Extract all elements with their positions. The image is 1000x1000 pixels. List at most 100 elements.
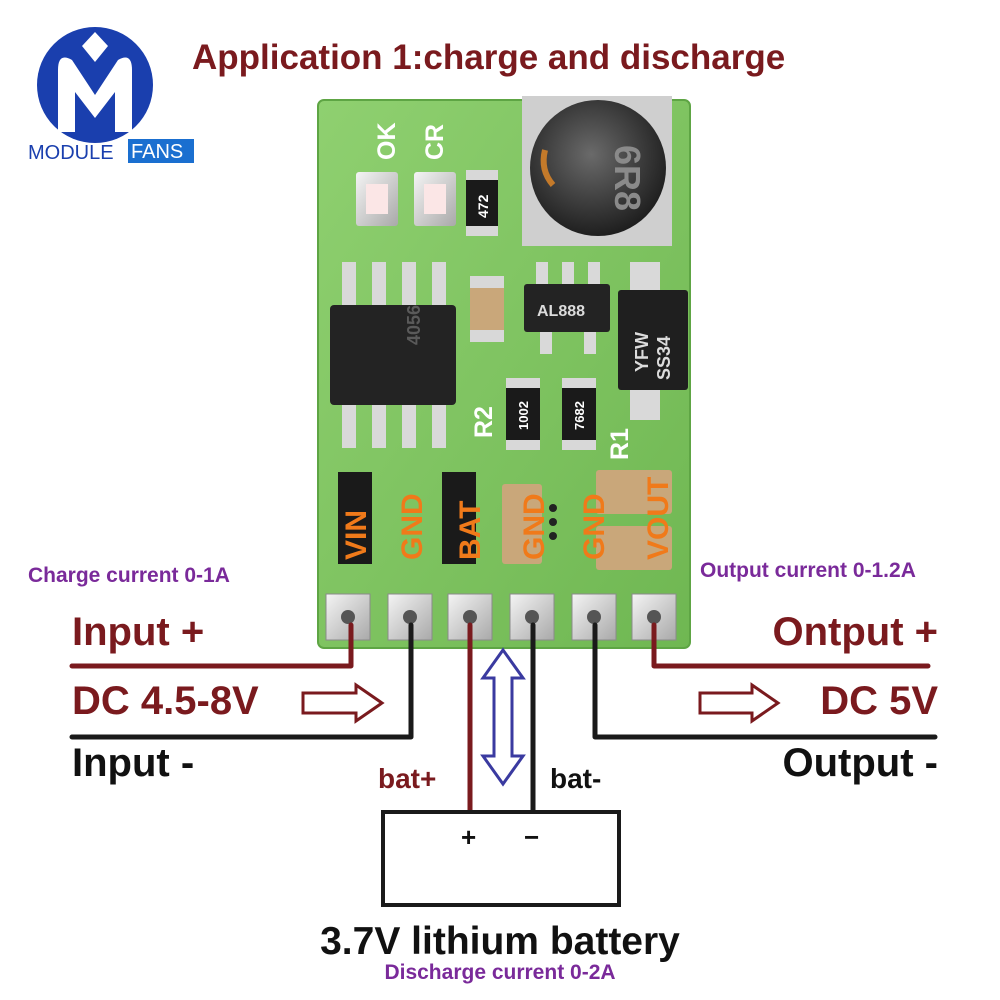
chip-4056-pin	[342, 398, 356, 448]
pad-bat-hole	[463, 610, 477, 624]
brand-badge	[128, 139, 194, 163]
resistor-7682-marking: 7682	[572, 401, 587, 430]
silk-r1-label: R1	[606, 428, 634, 460]
resistor-472-marking: 472	[475, 194, 491, 218]
test-via	[549, 518, 557, 526]
test-via	[549, 532, 557, 540]
pin-label-vin: VIN	[340, 510, 373, 560]
wire-output-plus	[651, 622, 931, 669]
brand-logo: MODULE FANS	[28, 27, 194, 164]
wire-input-plus	[69, 622, 354, 669]
silk-cr-label: CR	[421, 124, 449, 160]
silk-r2-label: R2	[470, 406, 498, 438]
pad-vin-hole	[341, 610, 355, 624]
chip-al888-pin	[562, 262, 574, 286]
chip-4056: 4056	[330, 262, 456, 448]
wire-input-minus	[69, 622, 414, 740]
chip-al888-marking: AL888	[537, 303, 585, 320]
chip-al888: AL888	[524, 262, 610, 354]
bidirectional-arrow-icon	[480, 647, 526, 787]
pin-label-gnd-2: GND	[518, 493, 551, 560]
resistor-vin	[338, 472, 372, 564]
page-title: Application 1:charge and discharge	[192, 38, 785, 77]
pcb-module: OK CR 472 6R8 4056	[317, 96, 691, 649]
output-minus-label: Output -	[783, 741, 939, 785]
test-via	[549, 504, 557, 512]
chip-4056-pin	[432, 262, 446, 312]
chip-al888-pin	[540, 330, 552, 354]
battery-plus-sign: +	[461, 822, 476, 852]
pin-label-gnd-1: GND	[396, 493, 429, 560]
bat-plus-label: bat+	[378, 763, 436, 794]
resistor-1002	[506, 384, 540, 444]
led-cr-lens	[424, 184, 446, 214]
capacitor-bat	[502, 484, 542, 564]
wire-output-minus	[592, 622, 938, 740]
diode-marking-1: YFW	[632, 332, 652, 372]
pin-label-gnd-3: GND	[578, 493, 611, 560]
pad-vout-hole	[647, 610, 661, 624]
resistor-472-pad-bottom	[466, 226, 498, 236]
input-minus-label: Input -	[72, 741, 194, 785]
inductor-marking: 6R8	[607, 145, 648, 211]
output-current-label: Output current 0-1.2A	[700, 559, 916, 582]
pin-label-bat: BAT	[454, 501, 487, 560]
logo-diamond-icon	[82, 32, 108, 62]
chip-4056-pin	[372, 262, 386, 312]
chip-al888-pin	[588, 262, 600, 286]
brand-word-2: FANS	[131, 141, 183, 163]
input-plus-label: Input +	[72, 610, 204, 654]
diode-ss34: YFW SS34	[618, 262, 688, 420]
battery-symbol	[381, 810, 621, 907]
charge-current-label: Charge current 0-1A	[28, 564, 230, 587]
resistor-472	[466, 176, 498, 230]
input-voltage-label: DC 4.5-8V	[72, 679, 259, 723]
input-direction-arrow-icon	[301, 682, 385, 724]
inductor-coil-wire	[540, 149, 556, 187]
chip-al888-pin	[584, 330, 596, 354]
chip-4056-pin	[372, 398, 386, 448]
output-direction-arrow-icon	[698, 682, 781, 724]
diode-body	[618, 290, 688, 390]
chip-4056-pin	[432, 398, 446, 448]
chip-al888-pin	[536, 262, 548, 286]
pad-gnd-1-hole	[403, 610, 417, 624]
chip-4056-pin	[342, 262, 356, 312]
battery-minus-sign: −	[524, 822, 539, 852]
chip-4056-pin	[402, 262, 416, 312]
output-plus-label: Ontput +	[772, 610, 938, 654]
output-voltage-label: DC 5V	[820, 679, 938, 723]
capacitor-out-2	[596, 526, 672, 570]
chip-4056-pin	[402, 398, 416, 448]
pad-gnd-2-hole	[525, 610, 539, 624]
resistor-472-pad-top	[466, 170, 498, 180]
inductor	[530, 100, 666, 236]
capacitor-pad-top	[470, 276, 504, 288]
diode-marking-2: SS34	[654, 336, 674, 380]
capacitor-out-1	[596, 470, 672, 514]
resistor-7682	[562, 384, 596, 444]
resistor-1002-pad-top	[506, 378, 540, 388]
resistor-bat	[442, 472, 476, 564]
chip-4056-body	[330, 305, 456, 405]
brand-word-1: MODULE	[28, 142, 114, 164]
capacitor	[470, 280, 504, 338]
chip-al888-body	[524, 284, 610, 332]
pad-gnd-3-hole	[587, 610, 601, 624]
pin-label-vout: VOUT	[642, 477, 675, 560]
bat-minus-label: bat-	[550, 763, 601, 794]
discharge-current-label: Discharge current 0-2A	[384, 961, 615, 984]
capacitor-pad-bottom	[470, 330, 504, 342]
logo-m-mark	[58, 57, 132, 132]
silk-ok-label: OK	[373, 123, 401, 161]
resistor-7682-pad-top	[562, 378, 596, 388]
resistor-1002-marking: 1002	[516, 401, 531, 430]
resistor-7682-pad-bottom	[562, 440, 596, 450]
resistor-1002-pad-bottom	[506, 440, 540, 450]
wiring	[69, 622, 938, 815]
chip-4056-marking: 4056	[404, 305, 424, 345]
battery-name-label: 3.7V lithium battery	[320, 920, 680, 963]
led-ok-lens	[366, 184, 388, 214]
